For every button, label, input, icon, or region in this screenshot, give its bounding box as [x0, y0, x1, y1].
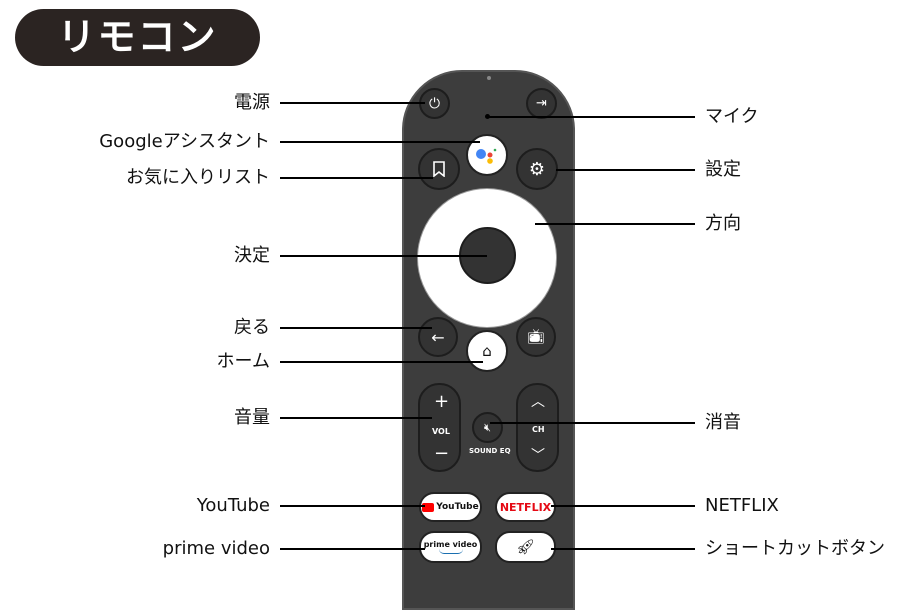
assistant-button[interactable] [466, 134, 508, 176]
label-back: 戻る [234, 317, 270, 338]
tv-button[interactable]: 📺︎ [516, 317, 556, 357]
amazon-smile-icon [438, 549, 463, 554]
favorites-button[interactable] [418, 148, 460, 190]
chevron-up-icon: ︿ [531, 394, 545, 410]
volume-rocker[interactable]: + VOL − [418, 383, 461, 472]
netflix-logo: NETFLIX [499, 500, 552, 514]
mic-hole [485, 114, 490, 119]
back-button[interactable]: ← [418, 317, 458, 357]
leader-line [556, 169, 695, 171]
input-icon: ⇥ [536, 96, 547, 111]
youtube-play-icon [422, 502, 435, 512]
label-youtube: YouTube [196, 495, 270, 516]
page-title: リモコン [15, 9, 260, 66]
mute-button[interactable]: 🔇︎ [472, 412, 503, 443]
label-favorites: お気に入りリスト [126, 167, 270, 188]
label-home: ホーム [216, 351, 270, 372]
ch-label: CH [532, 425, 545, 434]
input-button[interactable]: ⇥ [526, 88, 557, 119]
leader-line [280, 177, 433, 179]
label-prime: prime video [162, 538, 270, 559]
label-settings: 設定 [705, 159, 741, 180]
leader-line [280, 327, 432, 329]
home-button[interactable]: ⌂ [466, 330, 508, 372]
leader-line [280, 102, 425, 104]
label-assistant: Googleアシスタント [99, 131, 270, 152]
label-mute: 消音 [705, 412, 741, 433]
tv-icon: 📺︎ [527, 329, 545, 345]
leader-line [280, 417, 432, 419]
rocket-icon: 🚀︎ [515, 538, 536, 556]
chevron-down-icon: ﹀ [531, 448, 545, 464]
arrow-left-icon: ← [431, 327, 445, 347]
label-mic: マイク [705, 106, 759, 127]
leader-line [280, 255, 487, 257]
label-shortcut: ショートカットボタン [705, 538, 885, 559]
leader-line [490, 422, 695, 424]
label-netflix: NETFLIX [705, 495, 779, 516]
leader-line [535, 223, 695, 225]
leader-line [551, 505, 695, 507]
youtube-button[interactable]: YouTube [419, 492, 482, 522]
leader-line [280, 548, 425, 550]
label-volume: 音量 [234, 407, 270, 428]
bookmark-icon [433, 161, 445, 177]
prime-logo: prime video [423, 540, 478, 549]
led-indicator [487, 76, 491, 80]
power-icon: ⏻ [428, 95, 441, 112]
gear-icon: ⚙ [528, 158, 546, 180]
prime-video-button[interactable]: prime video [419, 531, 482, 563]
sound-eq-label: SOUND EQ [469, 447, 511, 455]
label-power: 電源 [234, 92, 270, 113]
google-assistant-icon [476, 148, 497, 164]
leader-line [280, 361, 483, 363]
shortcut-button[interactable]: 🚀︎ [495, 531, 556, 563]
leader-line [280, 141, 480, 143]
label-direction: 方向 [705, 213, 741, 234]
vol-label: VOL [432, 427, 450, 436]
mute-icon: 🔇︎ [484, 420, 491, 434]
netflix-button[interactable]: NETFLIX [495, 492, 556, 522]
leader-line [551, 548, 695, 550]
plus-icon: + [434, 391, 450, 412]
youtube-logo: YouTube [436, 502, 479, 512]
leader-line [280, 505, 425, 507]
label-ok: 決定 [234, 245, 270, 266]
settings-button[interactable]: ⚙ [516, 148, 558, 190]
minus-icon: − [434, 443, 450, 464]
home-icon: ⌂ [482, 342, 492, 360]
leader-line [488, 116, 695, 118]
channel-rocker[interactable]: ︿ CH ﹀ [516, 383, 559, 472]
